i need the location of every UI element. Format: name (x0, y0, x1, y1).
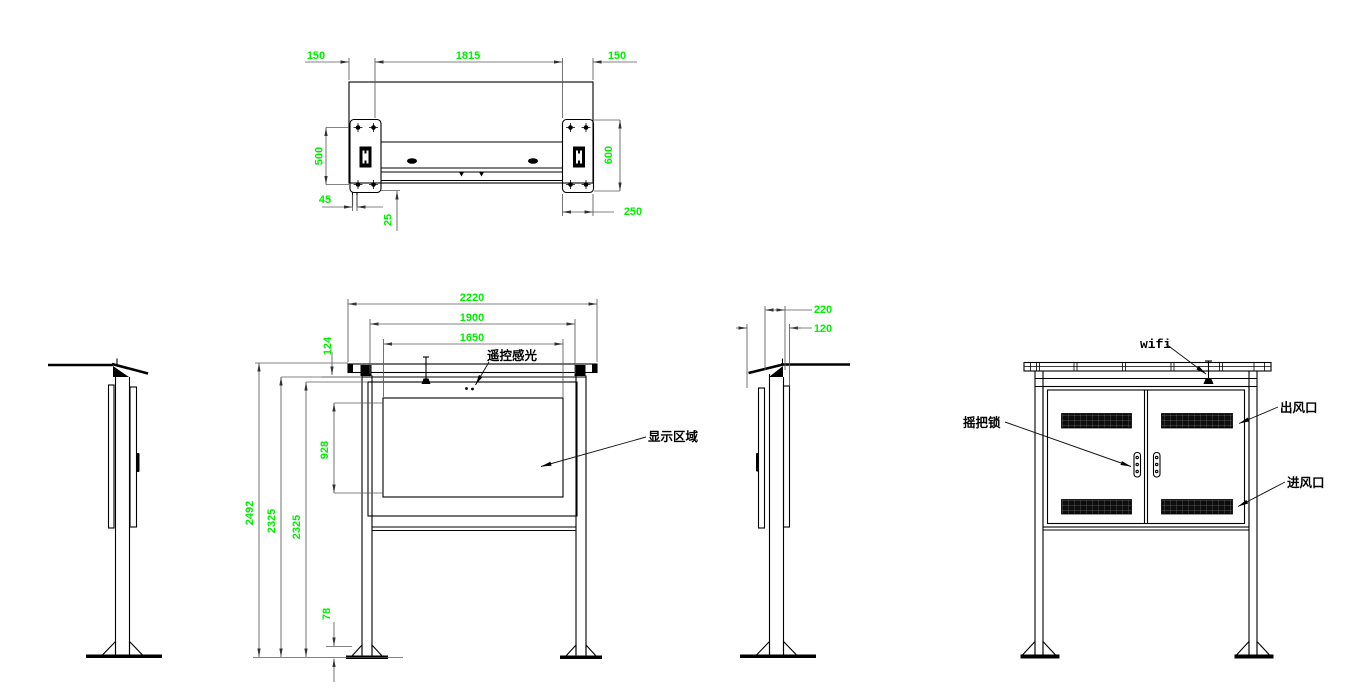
post-right (1248, 371, 1258, 655)
door-frame (1046, 389, 1246, 525)
base-foot-left (346, 643, 388, 659)
dim-plate-width: 250 (624, 206, 642, 218)
rear-view: wifi 出风口 摇把锁 进风口 (963, 337, 1325, 659)
label-air-outlet: 出风口 (1280, 400, 1318, 415)
base-foot (740, 640, 816, 658)
dim-mount-span: 1815 (456, 50, 480, 62)
wifi-antenna-icon (421, 356, 431, 384)
handle-lock-right (1152, 451, 1161, 478)
label-wifi: wifi (1140, 337, 1171, 352)
bolt-holes (566, 123, 591, 189)
mount-plate-right (561, 118, 595, 194)
top-view: 150 1815 150 500 600 45 25 (305, 50, 642, 231)
post-right (575, 375, 587, 655)
dim-display-width: 1650 (460, 332, 484, 344)
base-foot (86, 640, 162, 658)
dim-canopy-gap: 124 (322, 336, 334, 355)
dim-base-height: 78 (321, 608, 333, 620)
dim-roof-right-offset: 150 (608, 50, 626, 62)
bolt-holes (353, 123, 378, 189)
dim-rail-offset: 25 (383, 214, 395, 226)
top-view-geometry (348, 81, 595, 207)
vent-grille-top-right (1161, 413, 1233, 429)
dim-display-height: 928 (319, 441, 331, 459)
base-foot-right (560, 643, 602, 659)
dim-depth-cabinet: 120 (814, 323, 832, 335)
canopy (347, 363, 598, 374)
side-view-right: 220 120 (736, 304, 850, 658)
side-view-left (48, 358, 162, 658)
dim-cabinet-height-b: 2325 (291, 515, 303, 539)
support-pole (768, 374, 785, 655)
dim-plate-bolt-spacing: 500 (314, 147, 326, 165)
front-view-dimensions: 2220 1900 1650 2492 2325 2325 124 928 (244, 292, 598, 682)
cabinet-front-panel (107, 384, 115, 529)
cabinet-outline (1042, 385, 1250, 528)
top-view-dimensions: 150 1815 150 500 600 45 25 (305, 50, 642, 231)
rear-view-labels: wifi 出风口 摇把锁 进风口 (963, 337, 1325, 507)
rail-slot-left (407, 158, 417, 164)
front-view: 2220 1900 1650 2492 2325 2325 124 928 (244, 292, 699, 682)
dim-total-height: 2492 (244, 501, 256, 525)
base-foot-right (1234, 640, 1274, 659)
post-left (1034, 371, 1044, 655)
mount-plate-left (349, 118, 382, 207)
handle-side-profile (136, 453, 140, 472)
dim-frame-width: 1900 (460, 312, 484, 324)
front-view-labels: 遥控感光 显示区域 (475, 348, 699, 467)
cabinet-back-panel (757, 387, 766, 529)
rail-slot-right (528, 158, 538, 164)
dim-cabinet-height-a: 2325 (266, 509, 278, 533)
label-display-area: 显示区域 (648, 429, 699, 444)
vent-grille-top-left (1061, 413, 1132, 429)
dim-plate-height: 600 (603, 146, 615, 164)
support-pole (114, 374, 131, 655)
handle-lock-left (1133, 451, 1142, 478)
dim-plate-inset: 45 (319, 194, 331, 206)
cabinet-front-panel (782, 385, 791, 528)
canopy-segment-ticks (1030, 362, 1265, 371)
dim-canopy-width: 2220 (460, 292, 484, 304)
label-remote-light-sensor: 遥控感光 (487, 348, 538, 363)
handle-side-profile (756, 453, 759, 472)
wifi-antenna-icon (1203, 360, 1214, 384)
dim-roof-left-offset: 150 (307, 50, 325, 62)
front-view-geometry (346, 356, 602, 659)
base-foot-left (1020, 640, 1060, 659)
remote-light-sensor-icon (465, 387, 474, 391)
display-area (382, 397, 564, 498)
vent-grille-bottom-right (1161, 499, 1233, 515)
side-view-dimensions: 220 120 (736, 304, 832, 388)
rear-view-geometry (1020, 360, 1274, 659)
cabinet-back-panel (129, 386, 138, 528)
label-air-inlet: 进风口 (1287, 475, 1325, 490)
cabinet-outline (367, 381, 578, 517)
dim-depth-outer: 220 (814, 304, 832, 316)
label-handle-lock: 摇把锁 (963, 415, 1001, 430)
post-left (361, 375, 373, 655)
vent-grille-bottom-left (1061, 499, 1132, 515)
